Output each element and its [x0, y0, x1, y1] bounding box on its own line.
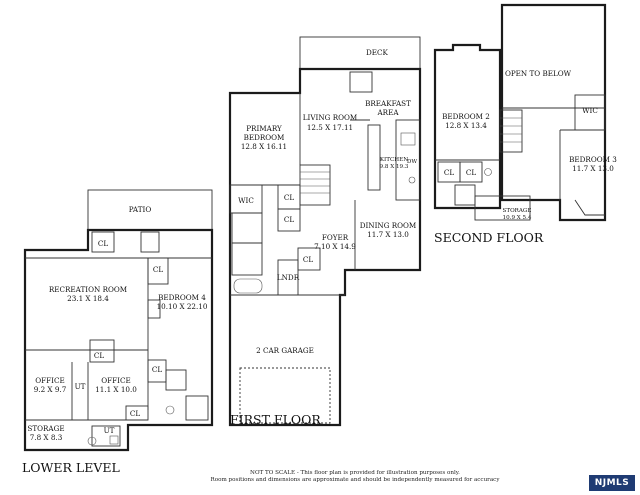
lower-toilet	[87, 436, 97, 446]
lower-closet-label-3: CL	[94, 351, 104, 360]
office2-dims: 11.1 X 10.0	[95, 385, 137, 394]
living-room-dims: 12.5 X 17.11	[307, 123, 353, 132]
bedroom2-label: BEDROOM 2	[442, 112, 490, 121]
primary-bath	[231, 212, 263, 244]
lower-ut-bath	[91, 425, 121, 447]
breakfast-label-2: AREA	[376, 108, 399, 117]
first-closet-2	[277, 208, 301, 232]
primary-bedroom-label-2: BEDROOM	[244, 133, 285, 142]
laundry-label: LNDR	[277, 273, 300, 282]
first-floor-walls	[228, 67, 422, 427]
ut-label-1: UT	[75, 382, 86, 391]
office1-dims: 9.2 X 9.7	[34, 385, 67, 394]
second-stairs	[499, 109, 523, 153]
office-closet	[89, 339, 115, 363]
lower-stair-box	[140, 231, 160, 253]
second-storage-label: STORAGE	[503, 208, 532, 214]
second-toilet	[484, 168, 492, 176]
patio-label: PATIO	[129, 205, 152, 214]
breakfast-label-1: BREAKFAST	[365, 99, 411, 108]
foyer-closet	[297, 247, 321, 271]
wic-label-2: WIC	[582, 106, 598, 115]
disclaimer-note: NOT TO SCALE - This floor plan is provid…	[150, 470, 560, 484]
bathtub	[233, 278, 263, 294]
garage-door-outline	[239, 367, 331, 424]
second-closet-2	[459, 161, 483, 183]
lower-stairs	[165, 369, 187, 391]
bedroom3-label: BEDROOM 3	[569, 155, 617, 164]
first-stairs	[299, 164, 331, 206]
bedroom3-wing-walls	[500, 3, 607, 222]
office1-label: OFFICE	[35, 376, 64, 385]
ut-label-2: UT	[104, 426, 115, 435]
lower-closet-label-4: CL	[152, 365, 162, 374]
cooktop	[408, 176, 416, 184]
first-closet-label-3: CL	[303, 255, 313, 264]
dishwasher-label: DW	[407, 159, 417, 165]
primary-bedroom-label-1: PRIMARY	[246, 124, 282, 133]
njmls-logo: NJMLS	[589, 475, 635, 491]
bedroom4-label: BEDROOM 4	[158, 293, 206, 302]
lower-storage-dims: 7.8 X 8.3	[30, 433, 63, 442]
recreation-room-label: RECREATION ROOM	[49, 285, 127, 294]
lower-closet-bottom	[125, 405, 149, 421]
bedroom4-closet	[147, 257, 169, 285]
lower-sink	[109, 435, 119, 445]
lower-level-plan	[23, 189, 214, 452]
lower-closet-label-1: CL	[98, 239, 108, 248]
deck-outline	[299, 36, 421, 70]
kitchen-island	[367, 124, 381, 191]
lower-sink-2	[165, 405, 175, 415]
first-floor-plan	[228, 36, 422, 427]
recreation-room-dims: 23.1 X 18.4	[67, 294, 109, 303]
first-closet-label-1: CL	[284, 193, 294, 202]
kitchen-dims: 9.8 X 19.3	[380, 164, 409, 170]
lower-closet-label-5: CL	[130, 409, 140, 418]
second-storage-dims: 10.9 X 5.4	[503, 215, 532, 221]
lower-level-title: LOWER LEVEL	[22, 460, 120, 475]
dining-room-dims: 11.7 X 13.0	[367, 230, 409, 239]
wic-label: WIC	[238, 196, 254, 205]
second-floor-plan	[433, 3, 607, 222]
primary-bedroom-dims: 12.8 X 16.11	[241, 142, 287, 151]
office2-label: OFFICE	[101, 376, 130, 385]
kitchen-sink	[400, 132, 416, 146]
bedroom3-bay	[574, 199, 605, 216]
bedroom2-wing-walls	[433, 43, 502, 210]
second-closet-label-1: CL	[444, 168, 454, 177]
primary-bath-2	[231, 242, 263, 276]
bedroom4-nook	[147, 299, 161, 319]
kitchen-counter	[395, 119, 421, 201]
foyer-dims: 7.10 X 14.9	[314, 242, 356, 251]
bedroom2-dims: 12.8 X 13.4	[445, 121, 487, 130]
lower-storage-label: STORAGE	[27, 424, 64, 433]
living-room-label: LIVING ROOM	[303, 113, 358, 122]
lower-closet-top	[91, 231, 115, 253]
second-storage	[474, 195, 531, 221]
second-closet-label-2: CL	[466, 168, 476, 177]
bedroom4-dims: 10.10 X 22.10	[157, 302, 208, 311]
disclaimer-line-2: Room positions and dimensions are approx…	[210, 477, 500, 483]
second-bath	[454, 184, 476, 206]
garage-label: 2 CAR GARAGE	[256, 346, 314, 355]
open-to-below-label: OPEN TO BELOW	[505, 69, 572, 78]
lower-closet-label-2: CL	[153, 265, 163, 274]
first-floor-title: FIRST FLOOR	[230, 412, 321, 427]
lower-level-walls	[23, 228, 214, 452]
deck-label: DECK	[366, 48, 389, 57]
breakfast-bay	[349, 71, 373, 93]
foyer-label: FOYER	[322, 233, 349, 242]
bedroom3-dims: 11.7 X 13.0	[572, 164, 614, 173]
lower-bath	[185, 395, 209, 421]
kitchen-label: KITCHEN	[380, 157, 408, 163]
disclaimer-line-1: NOT TO SCALE - This floor plan is provid…	[250, 470, 460, 476]
second-floor-title: SECOND FLOOR	[434, 230, 544, 245]
dining-room-label: DINING ROOM	[360, 221, 417, 230]
first-closet-label-2: CL	[284, 215, 294, 224]
